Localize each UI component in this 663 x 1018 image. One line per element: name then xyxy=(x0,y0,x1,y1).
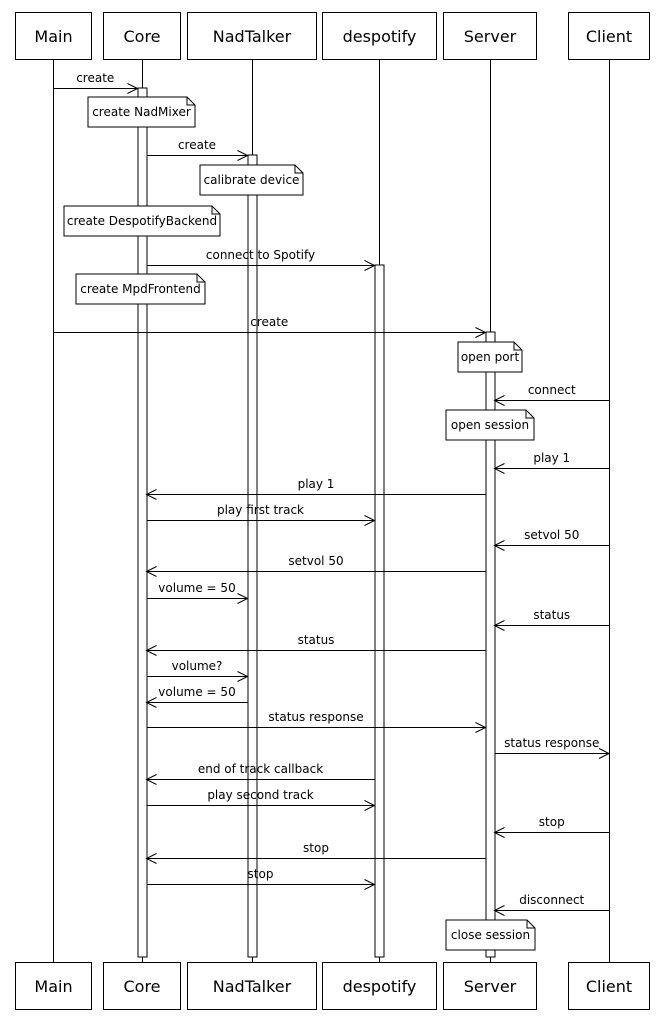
note-label: calibrate device xyxy=(203,173,300,187)
note-shape xyxy=(445,409,535,441)
message-label: create xyxy=(76,71,115,85)
note-shape xyxy=(75,273,206,305)
message-label: create xyxy=(177,138,217,152)
activation-bar xyxy=(374,264,385,958)
participant-top-nadtalker: NadTalker xyxy=(187,12,317,60)
message-label: status response xyxy=(504,736,600,750)
note-fold-icon xyxy=(186,97,195,106)
message-label: connect xyxy=(527,383,576,397)
arrowhead-icon xyxy=(364,260,376,271)
note-fold-icon xyxy=(513,342,522,351)
participant-top-core: Core xyxy=(103,12,181,60)
message-label: stop xyxy=(247,867,274,881)
arrowhead-icon xyxy=(364,879,376,890)
message-label: stop xyxy=(538,815,565,829)
message-label: status response xyxy=(268,710,364,724)
message-label: setvol 50 xyxy=(524,528,580,542)
arrowhead-icon xyxy=(475,722,487,733)
arrowhead-icon xyxy=(145,645,157,656)
arrowhead-icon xyxy=(364,515,376,526)
arrowhead-icon xyxy=(493,905,505,916)
note-label: open session xyxy=(450,418,530,432)
note-shape xyxy=(199,164,304,196)
note-fold-icon xyxy=(294,165,303,174)
message-label: play first track xyxy=(216,503,305,517)
message-label: connect to Spotify xyxy=(205,248,316,262)
participant-top-main: Main xyxy=(15,12,92,60)
arrowhead-icon xyxy=(145,853,157,864)
participant-bottom-main: Main xyxy=(15,962,92,1010)
participant-top-server: Server xyxy=(443,12,537,60)
activation-bar xyxy=(485,331,496,958)
message-label: create xyxy=(250,315,289,329)
message-label: volume? xyxy=(171,659,223,673)
message-label: volume = 50 xyxy=(158,685,236,699)
participant-bottom-server: Server xyxy=(443,962,537,1010)
activation-bar xyxy=(137,87,148,958)
message-label: status xyxy=(297,633,335,647)
participant-bottom-core: Core xyxy=(103,962,181,1010)
message-label: setvol 50 xyxy=(288,554,344,568)
message-label: play 1 xyxy=(533,451,571,465)
arrowhead-icon xyxy=(493,620,505,631)
arrowhead-icon xyxy=(145,566,157,577)
participant-bottom-client: Client xyxy=(568,962,650,1010)
note-shape xyxy=(445,919,536,951)
participant-top-despotify: despotify xyxy=(322,12,437,60)
message-label: status xyxy=(533,608,571,622)
arrowhead-icon xyxy=(364,800,376,811)
activation-bar xyxy=(247,154,258,958)
note-label: create NadMixer xyxy=(92,105,191,119)
arrowhead-icon xyxy=(127,83,139,94)
note-fold-icon xyxy=(196,274,205,283)
participant-bottom-despotify: despotify xyxy=(322,962,437,1010)
message-label: play 1 xyxy=(297,477,335,491)
participant-top-client: Client xyxy=(568,12,650,60)
message-label: volume = 50 xyxy=(158,581,236,595)
participant-bottom-nadtalker: NadTalker xyxy=(187,962,317,1010)
arrowhead-icon xyxy=(493,540,505,551)
arrowhead-icon xyxy=(237,593,249,604)
note-fold-icon xyxy=(525,410,534,419)
note-shape xyxy=(457,341,523,373)
arrowhead-icon xyxy=(145,489,157,500)
arrowhead-icon xyxy=(475,327,487,338)
note-label: create DespotifyBackend xyxy=(66,214,218,228)
arrowhead-icon xyxy=(493,395,505,406)
message-label: play second track xyxy=(207,788,314,802)
note-label: open port xyxy=(460,350,520,364)
arrowhead-icon xyxy=(598,748,611,759)
arrowhead-icon xyxy=(493,463,505,474)
note-fold-icon xyxy=(211,206,220,215)
note-fold-icon xyxy=(526,920,535,929)
arrowhead-icon xyxy=(145,774,157,785)
arrowhead-icon xyxy=(493,827,505,838)
arrowhead-icon xyxy=(145,697,157,708)
note-shape xyxy=(87,96,196,128)
note-label: create MpdFrontend xyxy=(80,282,201,296)
arrowhead-icon xyxy=(237,150,249,161)
note-label: close session xyxy=(450,928,531,942)
message-label: stop xyxy=(303,841,329,855)
note-shape xyxy=(63,205,221,237)
message-label: disconnect xyxy=(519,893,585,907)
arrowhead-icon xyxy=(237,671,249,682)
message-label: end of track callback xyxy=(197,762,324,776)
